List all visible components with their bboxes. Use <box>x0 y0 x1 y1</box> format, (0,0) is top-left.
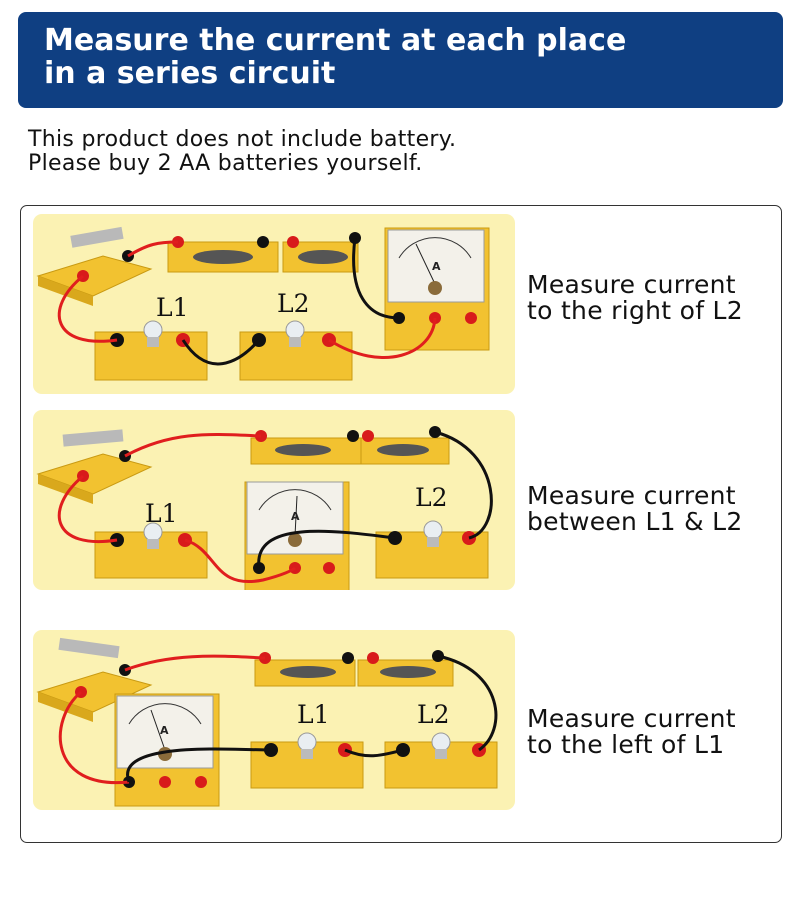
knife-switch <box>36 226 153 306</box>
lamp-l1 <box>250 732 364 789</box>
knife-switch <box>36 429 153 504</box>
ammeter: A <box>244 481 350 590</box>
caption-2-line-1: Measure current <box>527 481 736 510</box>
lamp-l2 <box>375 520 489 579</box>
caption-between-l1-l2: Measure current between L1 & L2 <box>527 483 743 535</box>
circuit-diagram-2: A L1 L2 <box>36 426 493 590</box>
battery-holder <box>254 650 454 687</box>
ammeter-symbol: A <box>432 260 441 273</box>
caption-3-line-1: Measure current <box>527 704 736 733</box>
label-l1: L1 <box>145 499 178 528</box>
title-line-2: in a series circuit <box>44 56 336 91</box>
circuit-photo-left-of-l1: A L1 L2 <box>33 630 515 810</box>
notice-line-2: Please buy 2 AA batteries yourself. <box>28 151 423 176</box>
battery-holder <box>167 232 361 273</box>
circuit-photo-between-l1-l2: A L1 L2 <box>33 410 515 590</box>
lamp-l2 <box>384 732 498 789</box>
wires <box>57 430 493 584</box>
lamp-l1 <box>94 522 208 579</box>
label-l2: L2 <box>417 700 450 729</box>
caption-3-line-2: to the left of L1 <box>527 730 725 759</box>
circuit-diagram-1: A L1 L2 <box>36 226 490 381</box>
caption-1-line-2: to the right of L2 <box>527 296 743 325</box>
caption-1-line-1: Measure current <box>527 270 736 299</box>
label-l1: L1 <box>156 293 189 322</box>
wires <box>58 654 498 785</box>
circuit-photo-right-of-l2: A L1 L2 <box>33 214 515 394</box>
battery-holder <box>250 426 450 465</box>
knife-switch <box>36 637 153 722</box>
lamp-l2 <box>239 320 353 381</box>
notice-line-1: This product does not include battery. <box>28 127 457 152</box>
label-l1: L1 <box>297 700 330 729</box>
battery-notice: This product does not include battery. P… <box>28 128 456 176</box>
circuit-diagram-3: A L1 L2 <box>36 637 498 807</box>
label-l2: L2 <box>277 289 310 318</box>
caption-right-of-l2: Measure current to the right of L2 <box>527 272 743 324</box>
title-line-1: Measure the current at each place <box>44 23 627 58</box>
title-banner: Measure the current at each place in a s… <box>18 12 783 108</box>
label-l2: L2 <box>415 483 448 512</box>
circuit-panel <box>20 205 782 843</box>
caption-left-of-l1: Measure current to the left of L1 <box>527 706 736 758</box>
ammeter-symbol: A <box>160 724 169 737</box>
wires <box>57 237 437 366</box>
ammeter-symbol: A <box>291 510 300 523</box>
ammeter: A <box>384 227 490 351</box>
caption-2-line-2: between L1 & L2 <box>527 507 743 536</box>
